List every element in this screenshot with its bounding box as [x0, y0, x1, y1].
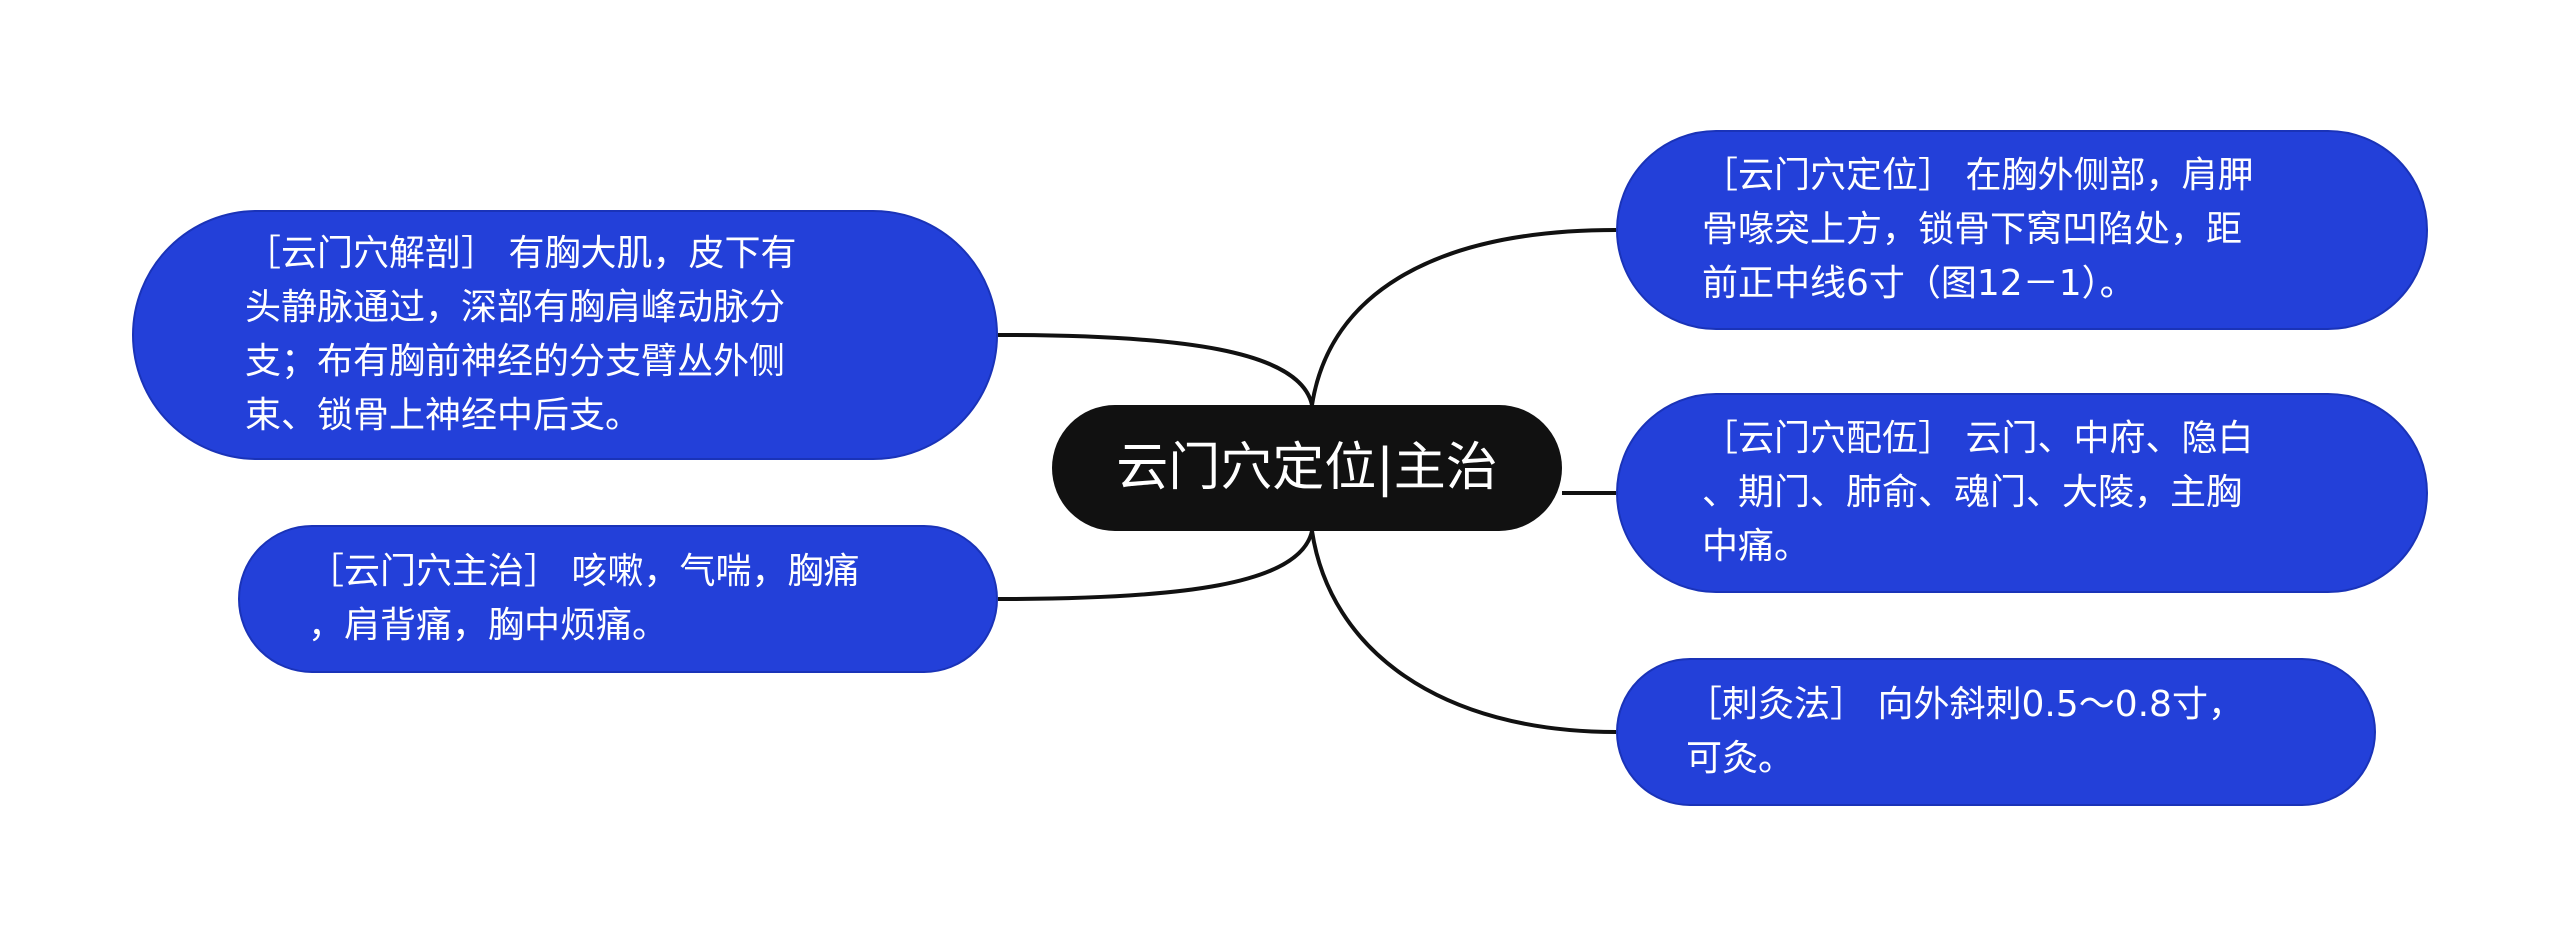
branch-technique-text: ［刺灸法］ 向外斜刺0.5～0.8寸， 可灸。 — [1686, 684, 2244, 779]
branch-node-technique[interactable]: ［刺灸法］ 向外斜刺0.5～0.8寸， 可灸。 — [1616, 658, 2376, 806]
branch-node-location[interactable]: ［云门穴定位］ 在胸外侧部，肩胛 骨喙突上方，锁骨下窝凹陷处，距 前正中线6寸（… — [1616, 130, 2428, 330]
branch-node-indication[interactable]: ［云门穴主治］ 咳嗽，气喘，胸痛 ，肩背痛，胸中烦痛。 — [238, 525, 998, 673]
branch-indication-text: ［云门穴主治］ 咳嗽，气喘，胸痛 ，肩背痛，胸中烦痛。 — [308, 551, 860, 646]
branch-anatomy-text: ［云门穴解剖］ 有胸大肌，皮下有 头静脉通过，深部有胸肩峰动脉分 支；布有胸前神… — [245, 233, 797, 436]
branch-location-text: ［云门穴定位］ 在胸外侧部，肩胛 骨喙突上方，锁骨下窝凹陷处，距 前正中线6寸（… — [1702, 155, 2254, 304]
branch-node-anatomy[interactable]: ［云门穴解剖］ 有胸大肌，皮下有 头静脉通过，深部有胸肩峰动脉分 支；布有胸前神… — [132, 210, 998, 460]
connector-technique — [1310, 530, 1617, 734]
connector-location — [1310, 228, 1617, 406]
central-topic-node[interactable]: 云门穴定位|主治 — [1052, 405, 1562, 531]
connector-anatomy — [997, 333, 1314, 406]
connector-indication — [997, 530, 1314, 601]
central-topic-label: 云门穴定位|主治 — [1116, 438, 1498, 498]
branch-node-combination[interactable]: ［云门穴配伍］ 云门、中府、隐白 、期门、肺俞、魂门、大陵，主胸 中痛。 — [1616, 393, 2428, 593]
branch-combination-text: ［云门穴配伍］ 云门、中府、隐白 、期门、肺俞、魂门、大陵，主胸 中痛。 — [1702, 418, 2254, 567]
